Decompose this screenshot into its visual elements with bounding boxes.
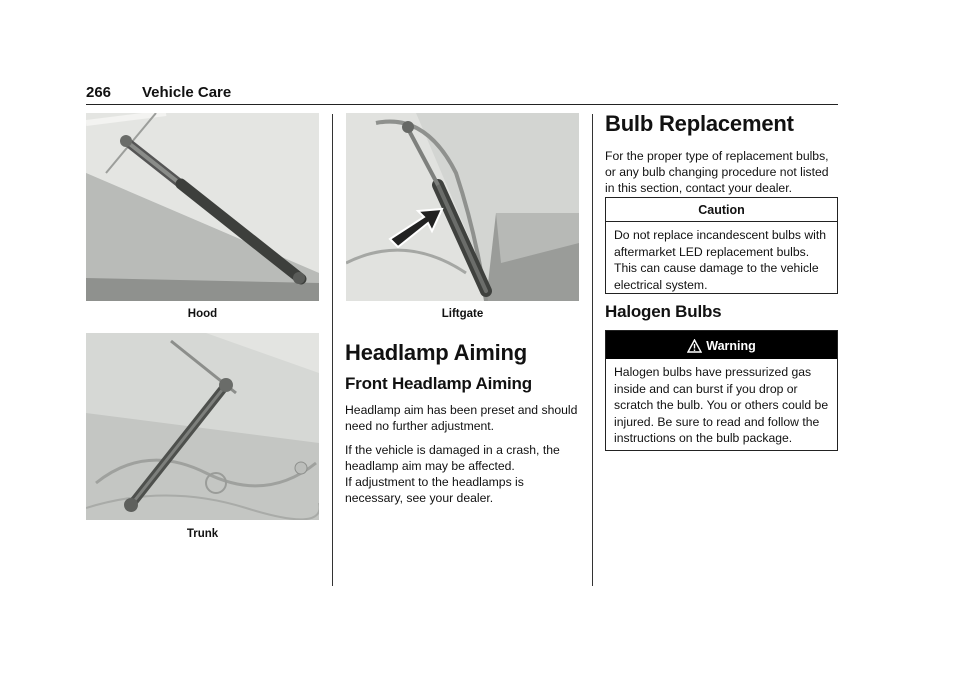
page-header: 266 Vehicle Care bbox=[86, 82, 838, 105]
trunk-illustration bbox=[86, 333, 319, 520]
liftgate-caption: Liftgate bbox=[441, 308, 484, 320]
caution-title: Caution bbox=[606, 198, 837, 222]
warning-title: Warning bbox=[706, 339, 756, 353]
halogen-bulbs-heading: Halogen Bulbs bbox=[605, 302, 722, 321]
hood-illustration bbox=[86, 113, 319, 301]
headlamp-paragraph-1: Headlamp aim has been preset and should … bbox=[345, 403, 578, 433]
bulb-replacement-heading: Bulb Replacement bbox=[605, 111, 794, 136]
warning-text: Halogen bulbs have pressurized gas insid… bbox=[614, 365, 829, 445]
liftgate-illustration bbox=[346, 113, 579, 301]
warning-icon bbox=[687, 338, 703, 353]
caution-box: Caution Do not replace incandescent bulb… bbox=[605, 197, 838, 294]
section-title: Vehicle Care bbox=[142, 84, 232, 101]
bulb-intro-paragraph: For the proper type of replacement bulbs… bbox=[605, 149, 829, 195]
column-divider-left bbox=[332, 114, 333, 586]
front-headlamp-aiming-heading: Front Headlamp Aiming bbox=[345, 374, 532, 393]
trunk-caption: Trunk bbox=[186, 528, 219, 540]
column-divider-right bbox=[592, 114, 593, 586]
caution-text: Do not replace incandescent bulbs with a… bbox=[614, 228, 827, 292]
warning-header: Warning bbox=[606, 331, 837, 359]
warning-box: Warning Halogen bulbs have pressurized g… bbox=[605, 330, 838, 451]
headlamp-aiming-heading: Headlamp Aiming bbox=[345, 340, 527, 365]
page-number: 266 bbox=[86, 84, 112, 101]
headlamp-paragraph-2: If the vehicle is damaged in a crash, th… bbox=[345, 443, 560, 473]
headlamp-paragraph-3: If adjustment to the headlamps is necess… bbox=[345, 475, 524, 505]
hood-caption: Hood bbox=[187, 308, 218, 320]
